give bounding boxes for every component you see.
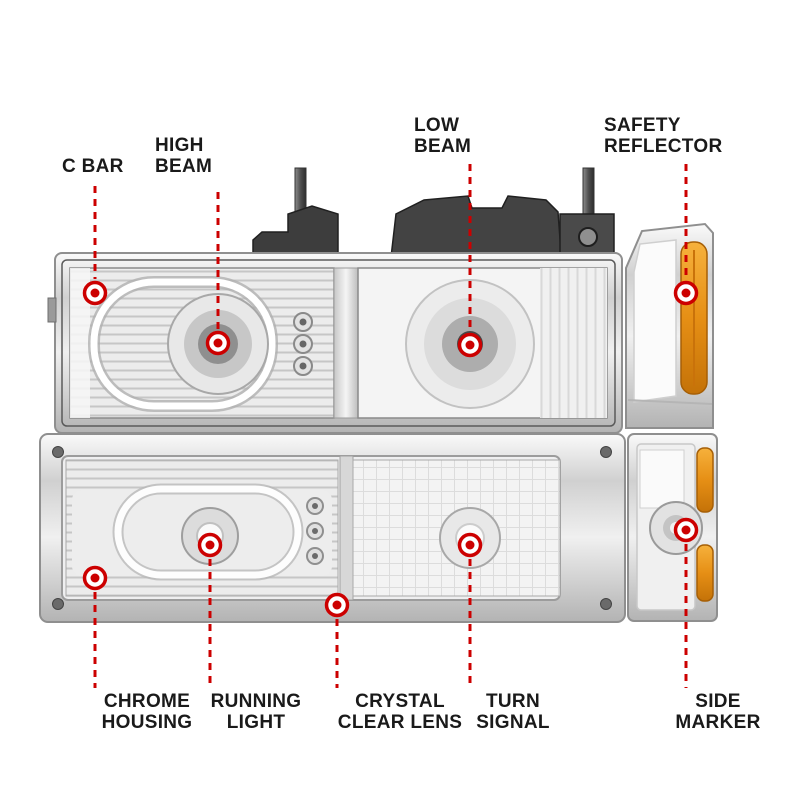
screw xyxy=(600,446,612,458)
callout-marker-low-beam xyxy=(457,332,483,358)
callout-label-running-light: RUNNING LIGHT xyxy=(210,691,302,733)
callout-label-low-beam: LOW BEAM xyxy=(414,115,472,157)
lower-light-bar xyxy=(39,433,626,623)
callout-marker-turn-signal xyxy=(457,532,483,558)
callout-label-crystal-clear-lens: CRYSTAL CLEAR LENS xyxy=(337,691,463,733)
callout-marker-crystal-clear-lens xyxy=(324,592,350,618)
c-bar-halo xyxy=(88,276,278,412)
callout-marker-c-bar xyxy=(82,280,108,306)
callout-label-c-bar: C BAR xyxy=(62,156,124,177)
callout-label-safety-reflector: SAFETY REFLECTOR xyxy=(604,115,723,157)
callout-marker-safety-reflector xyxy=(673,280,699,306)
screw xyxy=(52,446,64,458)
callout-marker-chrome-housing xyxy=(82,565,108,591)
callout-label-side-marker: SIDE MARKER xyxy=(675,691,761,733)
callout-label-chrome-housing: CHROME HOUSING xyxy=(101,691,193,733)
callout-label-high-beam: HIGH BEAM xyxy=(155,135,213,177)
running-light-halo xyxy=(112,483,304,581)
callout-marker-running-light xyxy=(197,532,223,558)
main-headlight xyxy=(47,252,623,434)
callout-marker-high-beam xyxy=(205,330,231,356)
callout-label-turn-signal: TURN SIGNAL xyxy=(476,691,550,733)
callout-marker-side-marker xyxy=(673,517,699,543)
led-dots-upper xyxy=(293,312,313,376)
side-marker-amber-top xyxy=(696,447,714,513)
corner-lamp-lower xyxy=(627,433,718,622)
screw xyxy=(52,598,64,610)
callout-markers xyxy=(82,280,699,618)
screw xyxy=(600,598,612,610)
corner-lamp-upper xyxy=(625,222,714,429)
bracket-hole xyxy=(578,227,598,247)
led-dots-lower xyxy=(306,497,324,565)
callout-lines xyxy=(93,164,688,688)
side-marker-amber-bottom xyxy=(696,544,714,602)
